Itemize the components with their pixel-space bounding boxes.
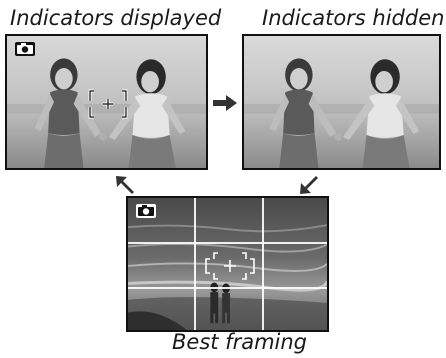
arrow-down-left-icon [300,176,318,194]
arrow-right-icon [213,95,237,111]
grid-line-vertical-1 [194,198,196,330]
screen-best-framing [126,196,329,332]
photo-two-women-clean [244,36,439,168]
caption-best-framing: Best framing [172,330,308,354]
photo-beach-couple [128,198,327,330]
camera-icon [136,204,156,218]
screen-indicators-hidden [242,34,441,170]
grid-line-horizontal-1 [128,242,327,244]
grid-line-vertical-2 [262,198,264,330]
grid-line-horizontal-2 [128,287,327,289]
arrow-up-left-icon [116,176,134,194]
camera-icon [15,42,35,56]
caption-indicators-hidden: Indicators hidden [262,6,445,30]
screen-indicators-displayed [5,34,208,170]
focus-frame-icon [205,252,255,280]
caption-indicators-displayed: Indicators displayed [10,6,222,30]
focus-frame-icon [88,89,128,119]
